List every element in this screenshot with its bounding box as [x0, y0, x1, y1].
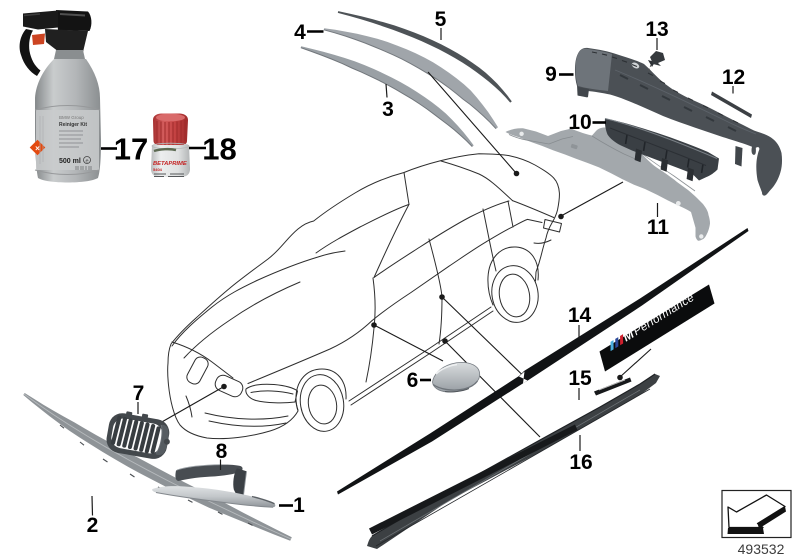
- svg-text:Reiniger Kit: Reiniger Kit: [59, 122, 87, 128]
- svg-text:2: 2: [87, 514, 99, 537]
- svg-text:9: 9: [545, 63, 557, 86]
- svg-text:8: 8: [216, 440, 228, 463]
- svg-text:500 ml: 500 ml: [59, 158, 81, 165]
- svg-text:BETAPRIME: BETAPRIME: [153, 161, 188, 167]
- svg-text:12: 12: [722, 66, 745, 89]
- svg-text:3: 3: [382, 98, 394, 121]
- svg-text:5: 5: [435, 8, 447, 31]
- svg-text:10: 10: [568, 111, 591, 134]
- svg-text:11: 11: [647, 216, 670, 239]
- svg-text:15: 15: [568, 367, 592, 390]
- svg-text:493532: 493532: [738, 541, 785, 557]
- svg-text:14: 14: [568, 304, 592, 327]
- svg-text:13: 13: [645, 18, 668, 41]
- svg-text:5404: 5404: [153, 167, 163, 172]
- svg-text:4: 4: [294, 21, 306, 44]
- svg-text:1: 1: [293, 494, 305, 517]
- svg-text:e: e: [85, 159, 88, 165]
- svg-text:BMW Group: BMW Group: [59, 115, 84, 120]
- svg-text:18: 18: [202, 132, 236, 167]
- svg-text:6: 6: [407, 369, 419, 392]
- svg-text:×: ×: [35, 144, 40, 153]
- svg-text:17: 17: [114, 132, 148, 167]
- svg-text:16: 16: [569, 451, 592, 474]
- svg-text:7: 7: [133, 382, 145, 405]
